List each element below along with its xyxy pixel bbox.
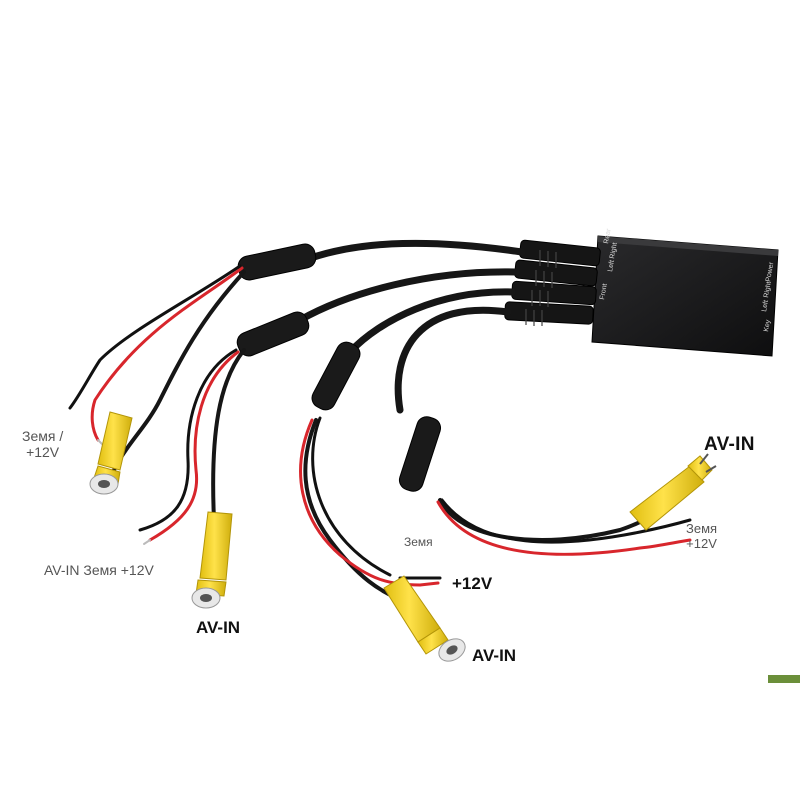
box-connectors xyxy=(504,239,601,325)
label-12v-4: +12V xyxy=(686,535,717,551)
rca-connector-1 xyxy=(89,411,133,495)
box-label-right-top: Right xyxy=(609,242,619,259)
label-avin-4: AV-IN xyxy=(704,434,755,455)
label-ground-12v-1: Земя / +12V xyxy=(22,428,63,460)
splitter-box: Front Left Right Rear Key Left Right Pow… xyxy=(591,228,779,357)
cable-2 xyxy=(138,268,520,545)
corner-mark xyxy=(768,675,800,683)
box-label-front: Front xyxy=(599,283,609,300)
cable-3 xyxy=(299,288,516,602)
rca-connector-2 xyxy=(191,511,233,609)
box-label-power: Power xyxy=(765,261,775,282)
label-12v-3: +12V xyxy=(452,574,493,593)
rca-connector-3 xyxy=(383,575,466,662)
label-ground-4: Земя xyxy=(686,521,718,536)
rca-connector-4 xyxy=(629,453,717,531)
label-ground-12v-4: Земя +12V xyxy=(686,521,718,552)
label-avin-2: AV-IN xyxy=(196,618,241,637)
label-avin-ground-12v-2: AV-IN Земя +12V xyxy=(44,562,154,578)
box-label-right-bottom: Right xyxy=(763,281,773,298)
box-label-key: Key xyxy=(763,319,772,333)
label-12v-1: +12V xyxy=(26,444,60,461)
box-label-rear: Rear xyxy=(603,228,613,245)
box-label-left-top: Left xyxy=(607,260,616,273)
box-label-left-bottom: Left xyxy=(761,300,770,313)
label-avin-3: AV-IN xyxy=(472,646,517,665)
label-ground-3: Земя xyxy=(404,535,433,549)
label-ground-1: Земя / xyxy=(22,428,64,444)
cable-1 xyxy=(68,239,526,482)
